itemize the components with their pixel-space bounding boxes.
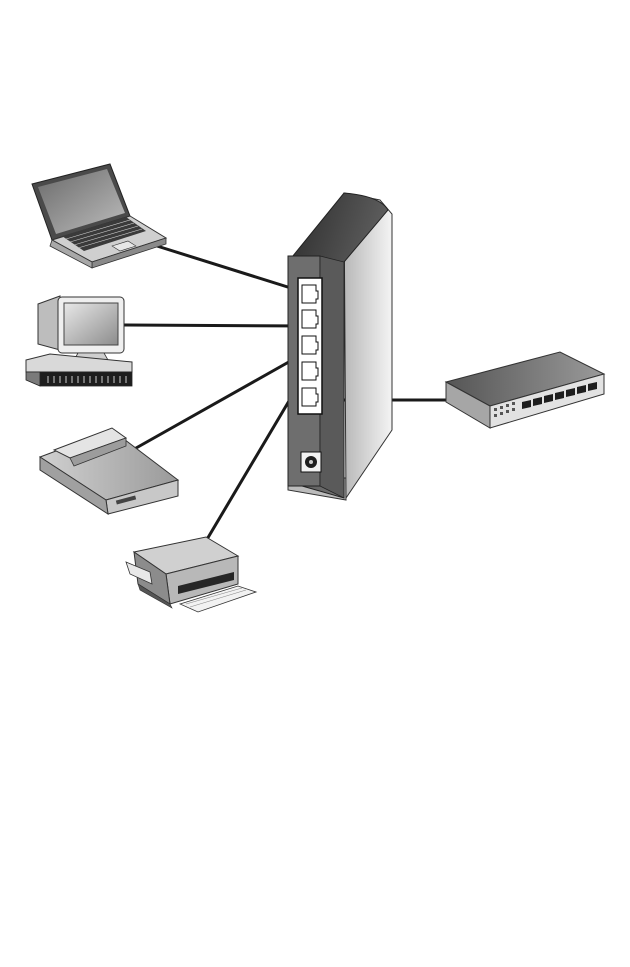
printer-icon bbox=[126, 537, 256, 612]
cable-laptop bbox=[157, 246, 310, 294]
port-5 bbox=[302, 388, 318, 406]
port-1 bbox=[302, 285, 318, 303]
power-socket-icon bbox=[301, 452, 321, 472]
cable-desktop bbox=[124, 325, 310, 326]
switch-tower-icon bbox=[288, 193, 392, 500]
port-4 bbox=[302, 362, 318, 380]
port-3 bbox=[302, 336, 318, 354]
desktop-computer-icon bbox=[26, 296, 132, 386]
port-2 bbox=[302, 310, 318, 328]
network-switch-icon bbox=[446, 352, 604, 428]
laptop-icon bbox=[32, 164, 166, 268]
ethernet-ports bbox=[302, 285, 318, 406]
cable-scanner bbox=[129, 350, 310, 452]
scanner-icon bbox=[40, 428, 178, 514]
